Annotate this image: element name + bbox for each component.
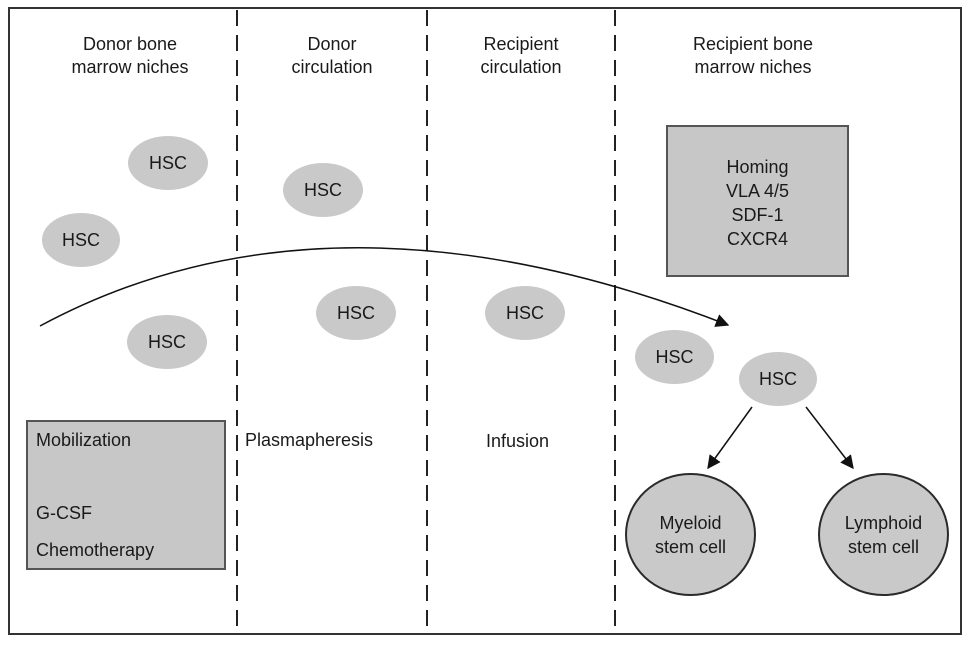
mobilization-box: Mobilization G-CSF Chemotherapy: [26, 420, 226, 570]
column-title-recipient-circulation: Recipient circulation: [480, 34, 562, 77]
mobilization-item: Chemotherapy: [36, 540, 155, 560]
homing-line: SDF-1: [731, 205, 784, 225]
arrow-to-myeloid: [707, 406, 753, 470]
homing-line: VLA 4/5: [725, 181, 790, 201]
myeloid-stem-cell: Myeloid stem cell: [625, 473, 756, 596]
migration-arrow: [39, 247, 730, 327]
lymphoid-stem-cell: Lymphoid stem cell: [818, 473, 949, 596]
hsc-node: HSC: [42, 213, 120, 267]
mobilization-heading: Mobilization: [36, 430, 132, 450]
column-title-recipient-bone-marrow: Recipient bone marrow niches: [692, 34, 814, 77]
hsc-node: HSC: [316, 286, 396, 340]
homing-line: Homing: [726, 157, 789, 177]
mobilization-item: G-CSF: [36, 503, 92, 523]
column-title-donor-bone-marrow: Donor bone marrow niches: [71, 34, 189, 77]
arrow-to-lymphoid: [805, 406, 854, 470]
hsc-node: HSC: [635, 330, 714, 384]
column-title-donor-circulation: Donor circulation: [291, 34, 373, 77]
hsc-node: HSC: [739, 352, 817, 406]
hsc-node: HSC: [485, 286, 565, 340]
homing-line: CXCR4: [726, 229, 788, 249]
plasmapheresis-label: Plasmapheresis: [245, 430, 374, 450]
infusion-label: Infusion: [486, 431, 550, 451]
hsc-node: HSC: [128, 136, 208, 190]
hsc-node: HSC: [127, 315, 207, 369]
homing-box: Homing VLA 4/5 SDF-1 CXCR4: [666, 125, 849, 277]
hsc-node: HSC: [283, 163, 363, 217]
diagram-frame: [8, 7, 962, 635]
